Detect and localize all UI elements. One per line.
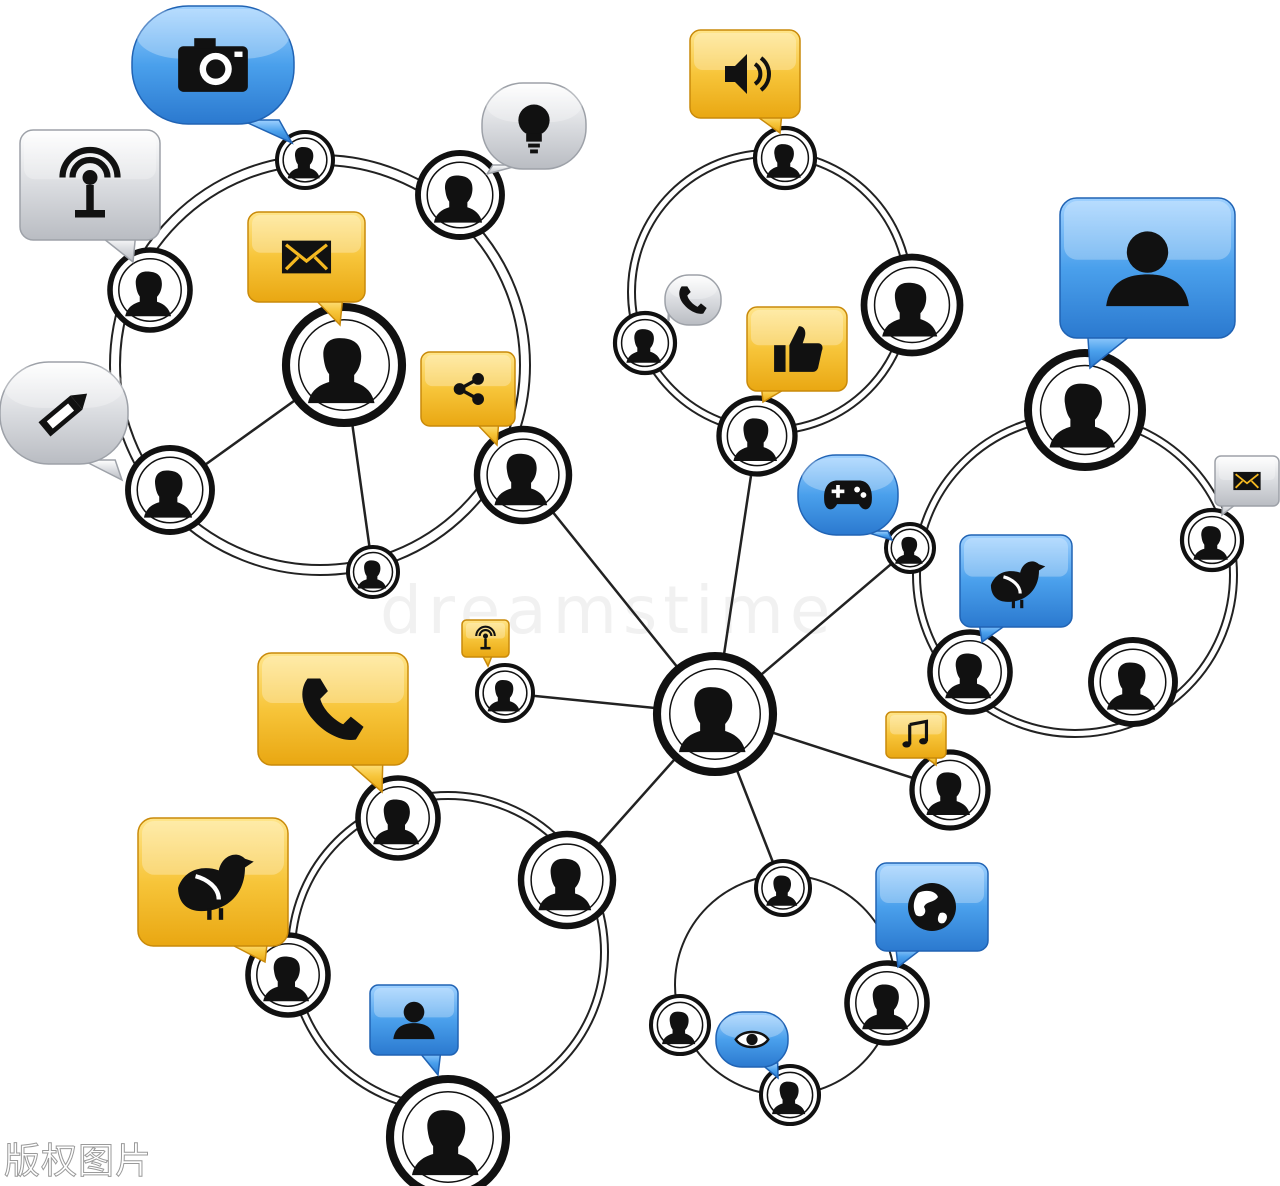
thumbs-up-icon [774,326,823,372]
person-node[interactable] [1179,507,1245,573]
mail-icon [1233,471,1261,491]
person-node[interactable] [473,425,573,525]
person-node[interactable] [844,960,930,1046]
speech-bubble-broadcast[interactable] [19,129,161,264]
person-node[interactable] [754,859,812,917]
person-node[interactable] [716,395,798,477]
person-node[interactable] [125,445,215,535]
person-node[interactable] [860,253,964,357]
globe-icon [908,883,956,931]
person-node[interactable] [107,247,193,333]
speech-bubble-phone[interactable] [257,652,409,794]
person-node[interactable] [648,993,712,1057]
bubble-gloss [142,821,284,875]
speech-bubble-mail[interactable] [247,211,366,327]
broadcast-icon [59,146,121,218]
gamepad-icon [824,480,872,510]
bubble-gloss [136,9,290,59]
bubble-gloss [751,310,843,346]
person-node[interactable] [385,1074,511,1186]
person-node[interactable] [652,651,778,777]
bubble-body [885,711,947,759]
bubble-gloss [425,355,511,387]
speech-bubble-user[interactable] [1059,197,1236,370]
bubble-gloss [262,656,404,704]
bubble-gloss [4,365,124,408]
person-node[interactable] [355,775,441,861]
bubble-gloss [1064,201,1231,260]
speech-bubble-camera[interactable] [131,5,295,145]
bubble-gloss [802,458,894,492]
person-node[interactable] [275,130,335,190]
bubble-gloss [964,538,1068,577]
phone-icon [679,286,707,314]
speech-bubble-bird[interactable] [959,534,1073,644]
person-node[interactable] [415,150,505,240]
share-icon [453,373,484,405]
copyright-caption: 版权图片 [3,1141,153,1183]
phone-icon [302,678,364,741]
bubble-body [664,274,722,326]
person-node[interactable] [884,522,936,574]
eye-icon [734,1030,770,1049]
speaker-icon [725,54,771,94]
lightbulb-icon [518,104,550,154]
broadcast-icon [475,625,496,650]
speech-bubble-lightbulb[interactable] [481,82,587,176]
speech-bubble-mail[interactable] [1214,455,1280,517]
person-node[interactable] [1088,637,1178,727]
bubble-gloss [252,215,361,253]
speech-bubble-gamepad[interactable] [797,454,899,542]
person-node[interactable] [1024,349,1146,471]
speech-bubble-pencil[interactable] [0,361,129,482]
watermark-text: dreamstime [380,572,837,649]
speech-bubble-phone[interactable] [664,274,722,326]
bubble-gloss [486,86,582,123]
speech-bubble-speaker[interactable] [689,29,801,135]
speech-bubble-broadcast[interactable] [461,619,510,668]
music-icon [902,719,929,748]
speech-bubble-bird[interactable] [137,817,289,964]
bubble-gloss [24,133,156,180]
person-node[interactable] [927,629,1013,715]
person-node[interactable] [281,302,407,428]
mail-icon [281,240,332,274]
speech-bubble-share[interactable] [420,351,516,447]
person-node[interactable] [346,545,400,599]
bubble-gloss [669,278,717,299]
speech-bubble-music[interactable] [885,711,947,767]
person-node[interactable] [752,125,818,191]
speech-bubble-globe[interactable] [875,862,989,969]
bubble-gloss [1219,459,1275,480]
person-node[interactable] [517,830,617,930]
speech-bubble-thumbs-up[interactable] [746,306,848,404]
bubble-body [257,652,409,766]
bubble-body [420,351,516,427]
person-nodes [107,125,1245,1186]
bubble-gloss [720,1015,784,1039]
person-node[interactable] [909,749,991,831]
bird-icon [990,561,1046,609]
bird-icon [178,854,254,920]
bubble-gloss [694,33,796,70]
person-node[interactable] [475,663,535,723]
speech-bubble-user[interactable] [369,984,459,1077]
speech-bubble-eye[interactable] [715,1011,789,1080]
person-node[interactable] [612,310,678,376]
user-icon [1106,231,1189,307]
person-node[interactable] [758,1063,822,1127]
speech-bubbles [0,5,1280,1080]
user-icon [393,1001,435,1040]
camera-icon [178,38,248,92]
pencil-icon [38,393,88,437]
